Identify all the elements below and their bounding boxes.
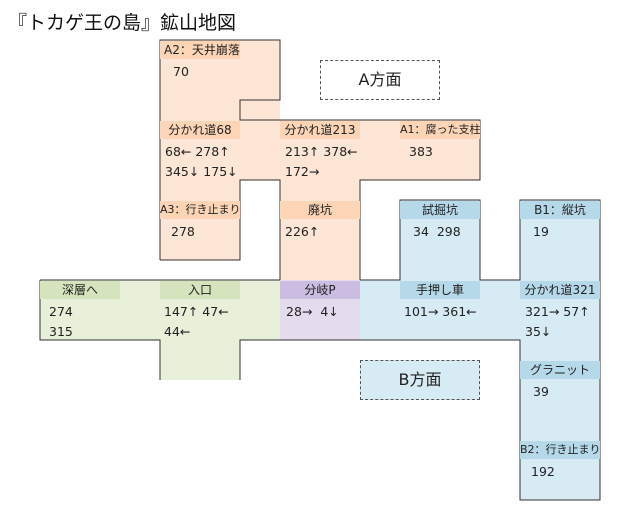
page-title: 『トカゲ王の島』鉱山地図 <box>8 12 237 34</box>
node-bunki-label: 分岐P <box>280 281 360 299</box>
node-b2-value: 192 <box>531 464 555 479</box>
node-granite-label: グラニット <box>520 361 600 379</box>
node-b1-label: B1：縦坑 <box>520 201 600 219</box>
node-haikou-label: 廃坑 <box>280 201 360 219</box>
region-haikou <box>280 180 360 280</box>
node-teoshi-label: 手押し車 <box>400 281 480 299</box>
node-fork68-value-1: 68← 278↑ <box>165 144 230 159</box>
node-fork213-value-2: 172→ <box>285 164 320 179</box>
node-bunki-value: 28→ 4↓ <box>286 304 339 319</box>
node-a1-value: 383 <box>409 144 433 159</box>
node-shikutsu-value: 34 298 <box>413 224 461 239</box>
node-teoshi-value: 101→ 361← <box>404 304 477 319</box>
node-a2-value: 70 <box>173 64 189 79</box>
node-a3-label: A3：行き止まり <box>160 201 241 219</box>
node-fork68-value-2: 345↓ 175↓ <box>165 164 238 179</box>
node-shikutsu-label: 試掘坑 <box>400 201 480 219</box>
node-fork321-value-2: 35↓ <box>525 324 552 339</box>
direction-a-box: A方面 <box>320 60 440 100</box>
node-shinso-value-2: 315 <box>49 324 73 339</box>
node-iriguchi-label: 入口 <box>160 281 240 299</box>
node-a3-value: 278 <box>171 224 195 239</box>
node-iriguchi-value-1: 147↑ 47← <box>164 304 229 319</box>
node-a1-label: A1：腐った支柱 <box>400 121 481 139</box>
region-a-mid <box>160 100 280 120</box>
node-iriguchi-value-2: 44← <box>164 324 191 339</box>
region-iriguchi-tail <box>160 340 240 380</box>
node-fork213-label: 分かれ道213 <box>280 121 360 139</box>
node-fork213-value-1: 213↑ 378← <box>285 144 358 159</box>
region-a3 <box>160 180 240 260</box>
node-fork321-value-1: 321→ 57↑ <box>525 304 590 319</box>
node-a2-label: A2：天井崩落 <box>160 41 240 59</box>
node-haikou-value: 226↑ <box>285 224 320 239</box>
node-shinso-value-1: 274 <box>49 304 73 319</box>
node-granite-value: 39 <box>533 384 549 399</box>
node-b1-value: 19 <box>533 224 549 239</box>
node-fork321-label: 分かれ道321 <box>520 281 600 299</box>
node-fork68-label: 分かれ道68 <box>160 121 240 139</box>
node-shinso-label: 深層へ <box>40 281 120 299</box>
direction-b-box: B方面 <box>360 360 480 400</box>
node-b2-label: B2：行き止まり <box>520 441 601 459</box>
